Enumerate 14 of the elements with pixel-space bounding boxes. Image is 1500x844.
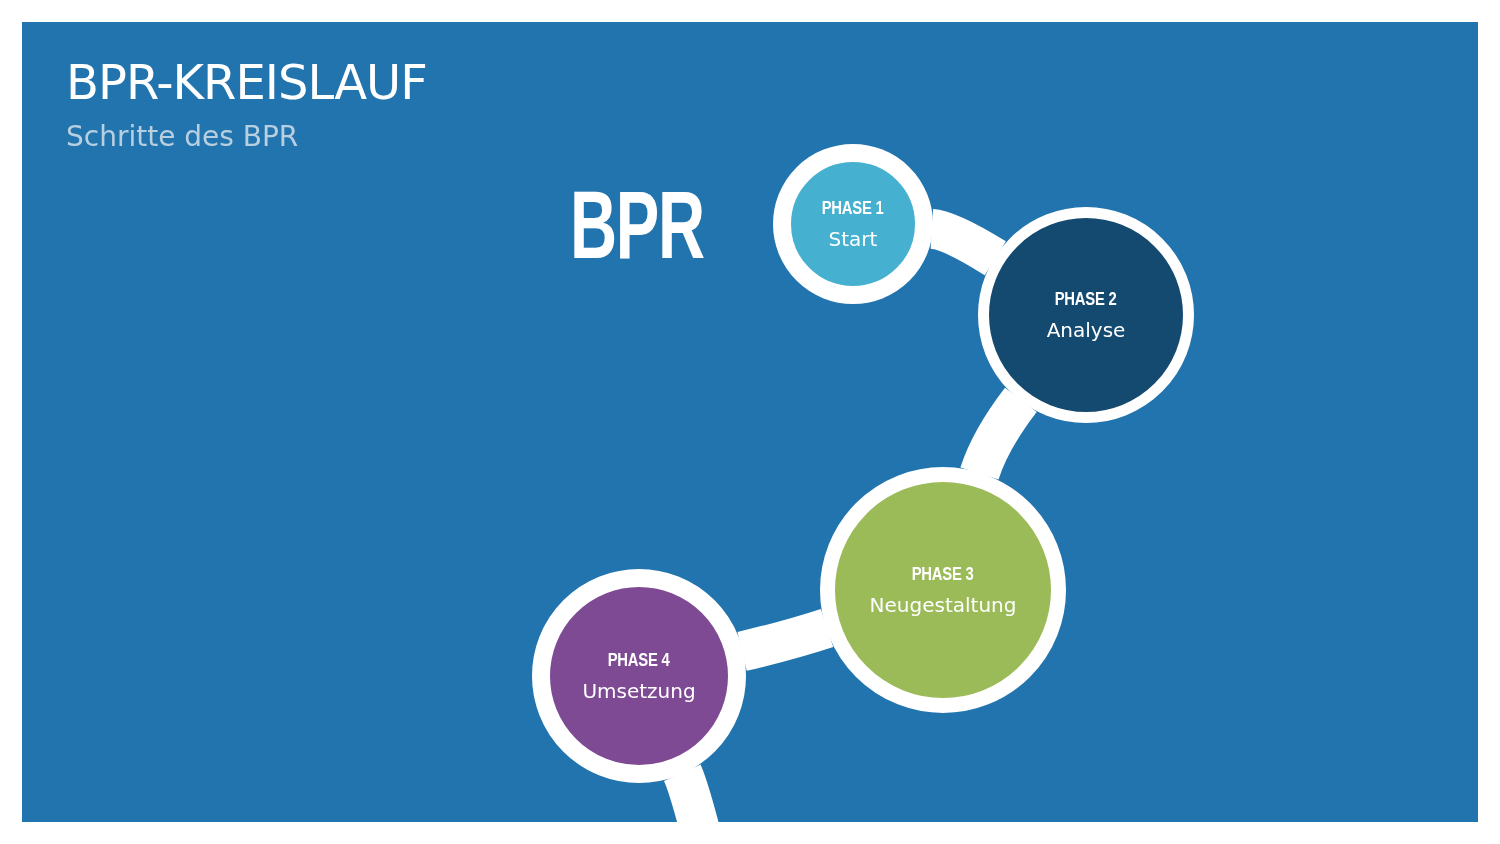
connector <box>737 608 834 671</box>
phase-name: Umsetzung <box>582 679 696 703</box>
phase-number: PHASE 1 <box>822 197 884 219</box>
phase-name: Analyse <box>1046 318 1126 342</box>
phase-name: Start <box>828 227 878 251</box>
phase-name: Neugestaltung <box>869 593 1017 617</box>
connector <box>960 387 1037 480</box>
slide-title: BPR-KREISLAUF <box>66 54 427 110</box>
connector <box>929 209 1006 276</box>
phase-number: PHASE 2 <box>1055 288 1117 310</box>
subtitle: Schritte des BPR <box>66 120 299 153</box>
phase-number: PHASE 3 <box>912 563 974 585</box>
heading-text: BPR <box>570 170 704 280</box>
phase-number: PHASE 4 <box>608 649 670 671</box>
